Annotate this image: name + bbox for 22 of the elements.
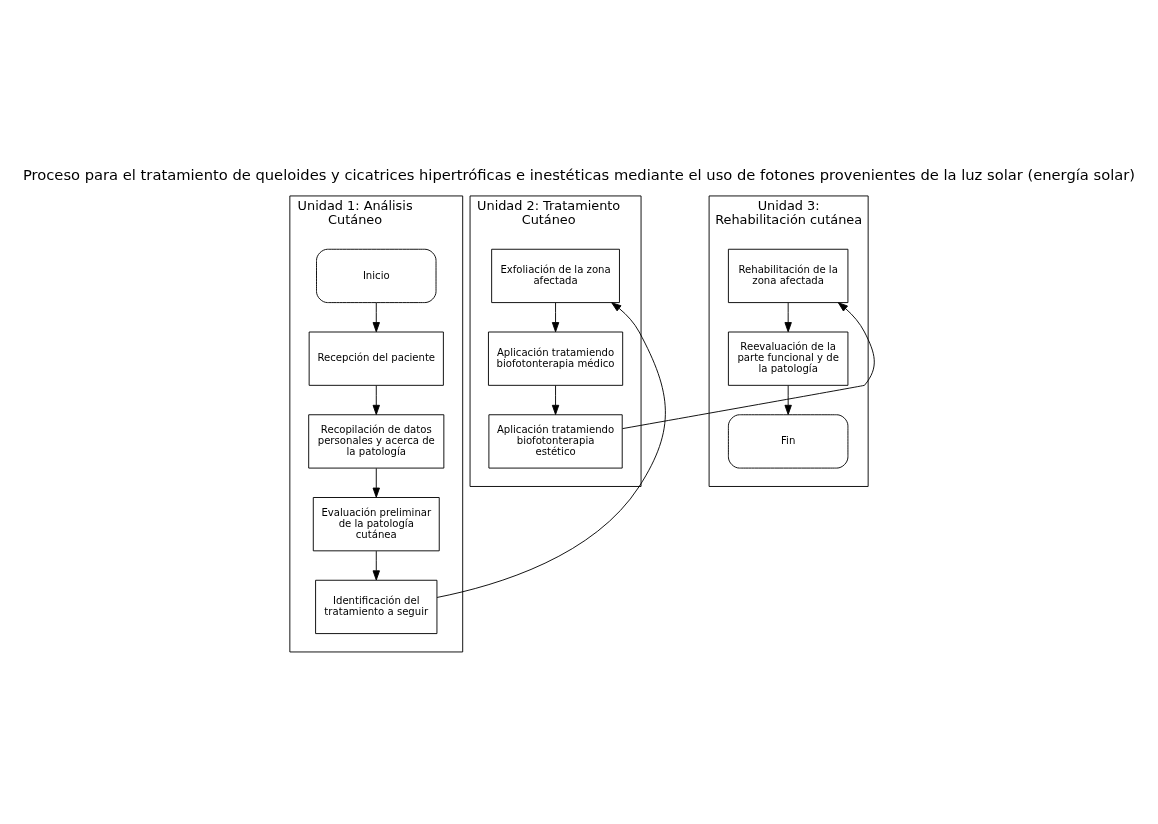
node-box: Evaluación preliminar de la patología cutánea xyxy=(312,497,440,552)
node-box: Recopilación de datos personales y acerca de la patología xyxy=(308,414,445,469)
arrow xyxy=(551,385,560,415)
arrow xyxy=(551,302,560,333)
arrow xyxy=(372,302,380,333)
node-box: Aplicación tratamiendo biofotonterapia médico xyxy=(488,331,624,386)
node-box: Inicio xyxy=(316,248,437,304)
node-box: Reevaluación de la parte funcional y de la patología xyxy=(727,331,849,386)
node-box: Aplicación tratamiendo biofotonterapia estético xyxy=(488,414,623,469)
diagram-title: Proceso para el tratamiento de queloides y cicatrices hipertróficas e inestéticas mediante el uso de fotones provenientes de la luz solar (energía solar) xyxy=(22,166,1136,184)
arrow xyxy=(784,302,792,333)
arrow xyxy=(372,385,380,415)
node-box: Recepción del paciente xyxy=(308,331,444,386)
arrow xyxy=(784,385,792,415)
arrow xyxy=(622,302,875,430)
arrow xyxy=(372,550,380,581)
node-box: Rehabilitación de la zona afectada xyxy=(727,248,849,304)
node-box: Fin xyxy=(727,414,849,469)
node-box: Exfoliación de la zona afectada xyxy=(491,248,620,304)
node-box: Identificación del tratamiento a seguir xyxy=(315,579,438,635)
arrow xyxy=(372,467,380,498)
arrow xyxy=(436,302,666,598)
